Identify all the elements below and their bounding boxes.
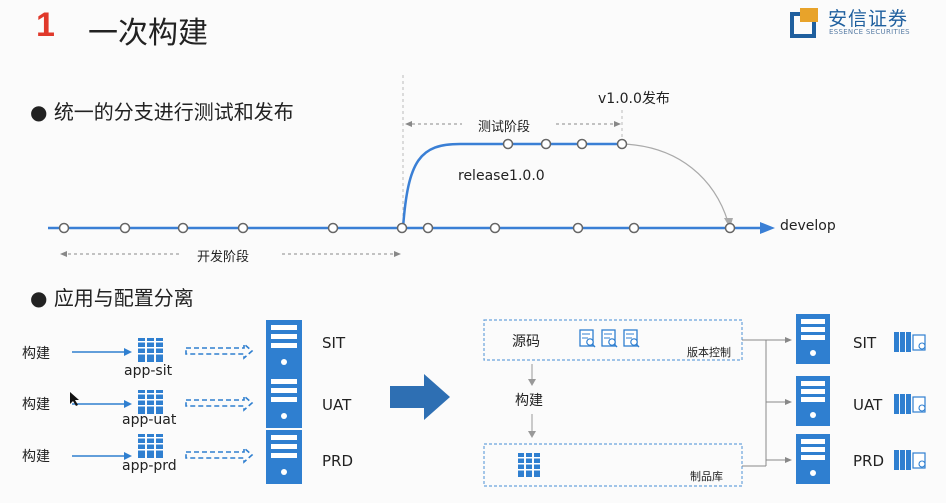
arrowhead [785,399,792,405]
release-commit-node [616,138,628,150]
commit-node [572,222,584,234]
build-label: 构建 [22,397,50,413]
release-tag-label: v1.0.0发布 [598,91,670,107]
commit-node [177,222,189,234]
config-doc-icon [893,331,926,353]
env-label-prd-right: PRD [853,452,885,470]
artifact-stack-icon [518,453,540,477]
source-doc-icon [579,329,596,348]
artifact-stack-icon [138,338,163,362]
arrowhead [785,337,792,343]
slide-title: 一次构建 [88,16,208,51]
merge-back-line [621,143,729,223]
right-diagram [483,314,926,487]
server-icon [266,430,302,484]
bullet-branch-testing: ● 统一的分支进行测试和发布 [30,100,294,124]
arrowhead [405,121,412,127]
arrowhead [614,121,621,127]
deploy-arrow [185,343,253,359]
logo-icon [790,8,818,38]
env-label-uat: UAT [322,396,352,414]
commit-node [327,222,339,234]
logo-text-en: ESSENCE SECURITIES [829,28,910,36]
release-commit-node [576,138,588,150]
arrowhead [124,400,132,408]
env-label-sit: SIT [322,334,346,352]
config-doc-icon [893,393,926,415]
arrowhead [528,379,536,386]
deploy-arrow [185,395,253,411]
release-branch-line [401,142,622,229]
commit-node [58,222,70,234]
source-doc-icon [601,329,618,348]
commit-node [489,222,501,234]
commit-node [422,222,434,234]
commit-node [237,222,249,234]
develop-arrowhead [760,222,775,234]
left-diagram [70,320,302,484]
arrowhead [60,251,67,257]
logo-text-cn: 安信证券 [828,8,909,30]
release-commit-node [540,138,552,150]
commit-node [628,222,640,234]
env-label-sit-right: SIT [853,334,877,352]
env-label-prd: PRD [322,452,354,470]
server-icon [796,434,830,484]
arrowhead [394,251,401,257]
deploy-arrow [185,447,253,463]
source-doc-icon [623,329,640,348]
arrowhead [124,348,132,356]
arrowhead [785,457,792,463]
bullet-app-config: ● 应用与配置分离 [30,286,194,310]
server-icon [796,314,830,364]
artifact-label-sit: app-sit [124,363,173,379]
artifact-label-prd: app-prd [122,458,177,474]
config-doc-icon [893,449,926,471]
branch-diagram [48,75,775,257]
commit-node [396,222,408,234]
bullet-text: 应用与配置分离 [53,286,194,310]
build-step-label: 构建 [515,393,543,409]
build-label: 构建 [22,449,50,465]
source-label: 源码 [512,334,540,350]
server-icon [266,374,302,428]
artifact-label-uat: app-uat [122,412,177,428]
slide-number: 1 [36,6,55,44]
server-icon [796,376,830,426]
artifact-stack-icon [138,434,163,458]
test-phase-label: 测试阶段 [478,120,531,135]
develop-branch-label: develop [780,218,836,234]
server-icon [266,320,302,374]
big-arrow-icon [390,374,450,420]
commit-node [119,222,131,234]
artifact-repo-label: 制品库 [690,470,723,483]
vcs-label: 版本控制 [687,346,731,359]
release-commit-node [502,138,514,150]
company-logo: 安信证券 ESSENCE SECURITIES [790,6,930,40]
release-branch-label: release1.0.0 [458,168,545,184]
artifact-stack-icon [138,390,163,414]
env-label-uat-right: UAT [853,396,883,414]
build-label: 构建 [22,346,50,362]
arrowhead [528,431,536,438]
bullet-text: 统一的分支进行测试和发布 [53,100,294,124]
mouse-cursor-icon [70,392,79,406]
dev-phase-label: 开发阶段 [197,250,250,265]
arrowhead [124,452,132,460]
commit-node [724,222,736,234]
